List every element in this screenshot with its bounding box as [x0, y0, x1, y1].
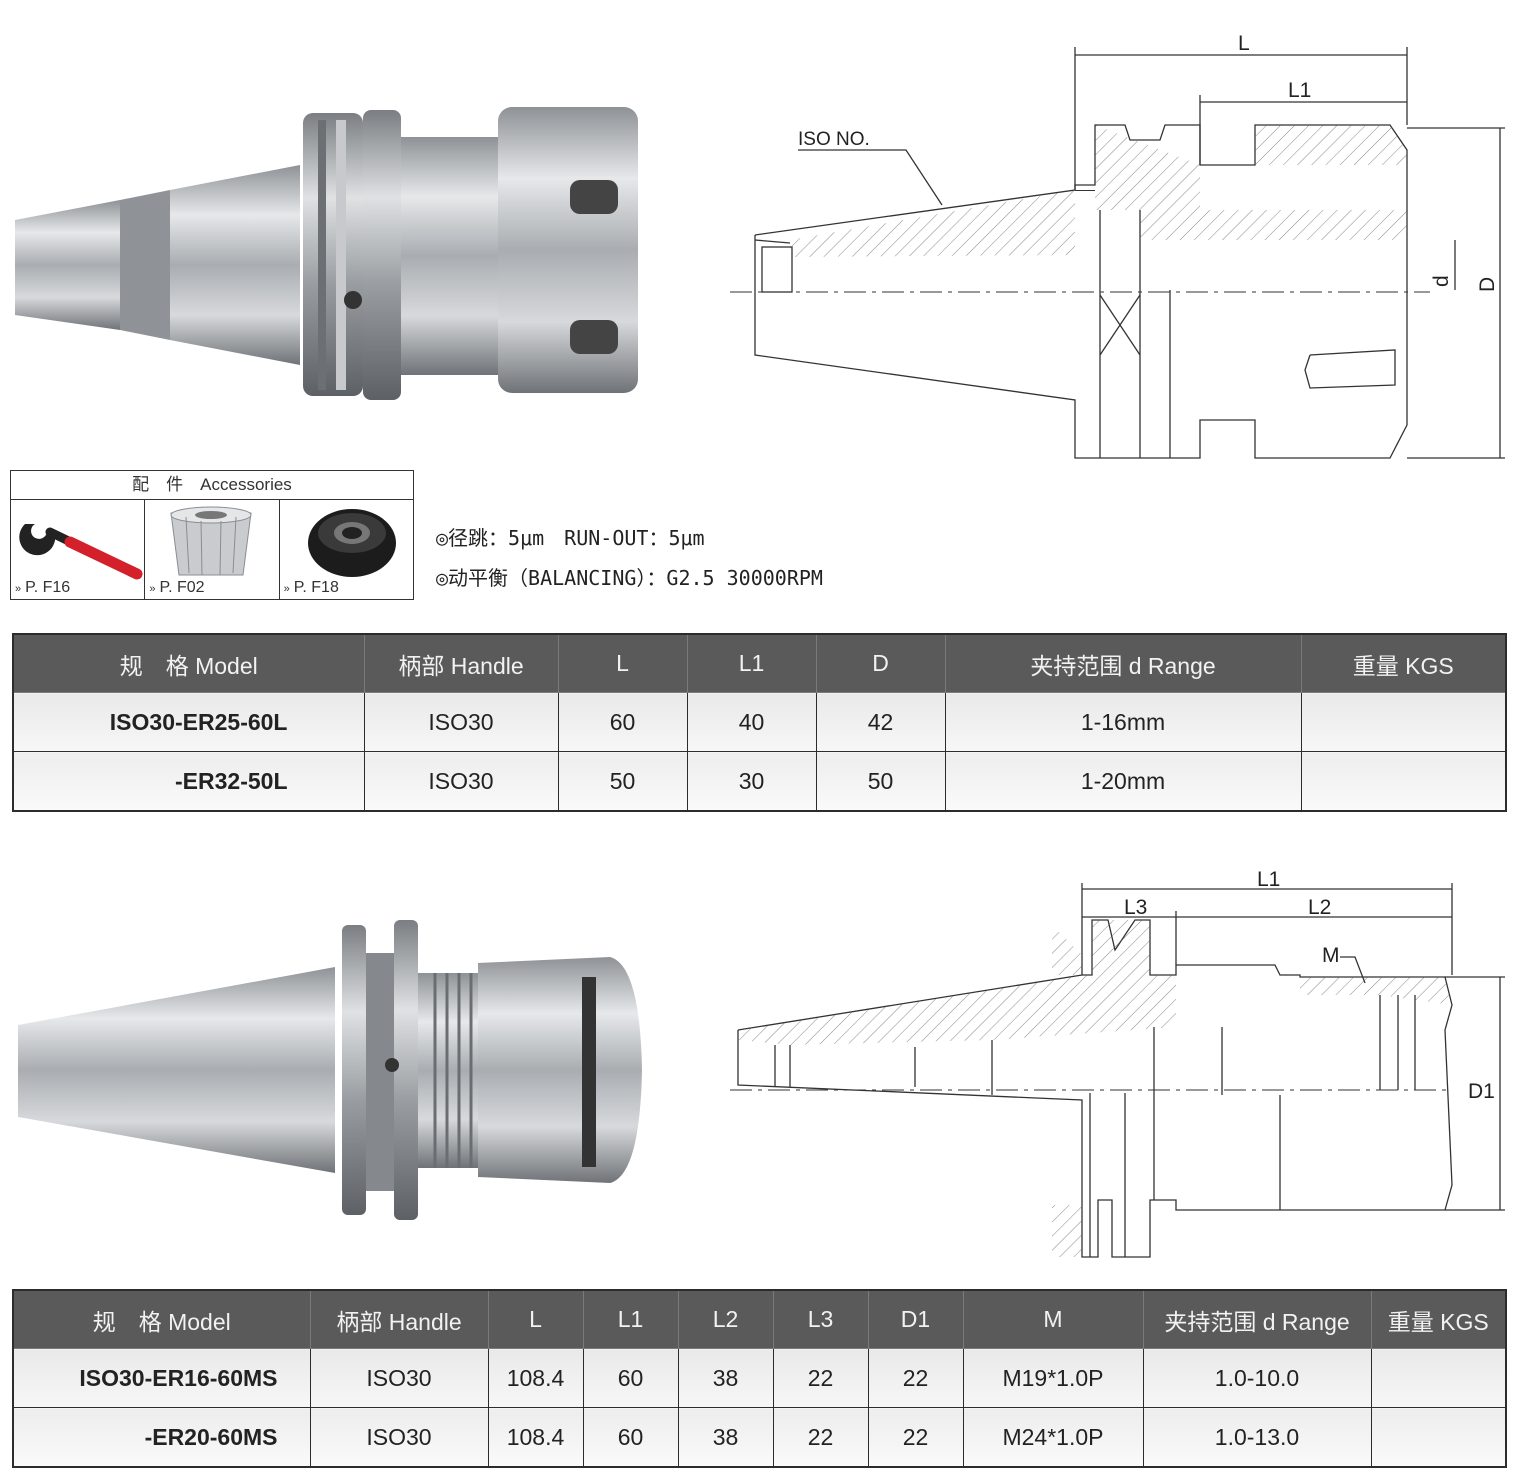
wrench-icon — [19, 524, 143, 580]
accessories-box: 配 件 Accessories »P. F16 »P. F02 — [10, 470, 414, 600]
cell-L3: 22 — [772, 1348, 869, 1408]
technical-drawing-1: L L1 ISO NO. d D — [730, 32, 1505, 459]
dim-d-label: d — [1430, 275, 1453, 287]
th-weight: 重量 KGS — [1300, 633, 1507, 693]
cell-handle: ISO30 — [309, 1407, 489, 1468]
cell-L: 108.4 — [487, 1348, 584, 1408]
cell-weight — [1300, 751, 1507, 812]
balancing-spec: ◎动平衡（BALANCING）：G2.5 30000RPM — [436, 566, 823, 590]
table-row: -ER32-50L ISO30 50 30 50 1-20mm — [12, 751, 1507, 812]
cell-handle: ISO30 — [363, 751, 559, 812]
clamp-nut-icon — [307, 509, 396, 577]
th-weight: 重量 KGS — [1370, 1289, 1507, 1349]
cell-M: M24*1.0P — [962, 1407, 1144, 1468]
product-photo-er-holder — [15, 107, 638, 400]
dim-D-label: D — [1476, 277, 1499, 292]
th-range: 夹持范围 d Range — [1142, 1289, 1372, 1349]
accessory-wrench[interactable]: »P. F16 — [11, 500, 146, 600]
cell-D: 50 — [815, 751, 946, 812]
cell-range: 1-16mm — [944, 692, 1302, 752]
cell-M: M19*1.0P — [962, 1348, 1144, 1408]
product-photo-ms-holder — [18, 920, 642, 1220]
th-L: L — [557, 633, 688, 693]
cell-L1: 40 — [686, 692, 817, 752]
cell-range: 1.0-13.0 — [1142, 1407, 1372, 1468]
cell-handle: ISO30 — [363, 692, 559, 752]
table-row: -ER20-60MS ISO30 108.4 60 38 22 22 M24*1… — [12, 1407, 1507, 1468]
collet-icon — [170, 506, 252, 576]
cell-range: 1.0-10.0 — [1142, 1348, 1372, 1408]
cell-D1: 22 — [867, 1348, 964, 1408]
accessories-title: 配 件 Accessories — [11, 471, 413, 500]
cell-L1: 60 — [582, 1348, 679, 1408]
dim-L2-label: L2 — [1308, 896, 1331, 919]
cell-D: 42 — [815, 692, 946, 752]
cell-L3: 22 — [772, 1407, 869, 1468]
th-handle: 柄部 Handle — [363, 633, 559, 693]
cell-range: 1-20mm — [944, 751, 1302, 812]
dim-L3-label: L3 — [1124, 896, 1147, 919]
th-handle: 柄部 Handle — [309, 1289, 489, 1349]
dim-L1-label: L1 — [1288, 79, 1311, 102]
technical-drawing-2: L1 L3 L2 M D1 — [730, 868, 1505, 1258]
accessory-ref: P. F16 — [25, 579, 71, 596]
table-row: ISO30-ER16-60MS ISO30 108.4 60 38 22 22 … — [12, 1348, 1507, 1408]
accessory-clamp-nut[interactable]: »P. F18 — [280, 500, 413, 600]
dim-D1-label: D1 — [1468, 1080, 1495, 1103]
cell-L2: 38 — [677, 1348, 774, 1408]
th-D: D — [815, 633, 946, 693]
cell-model: -ER32-50L — [12, 751, 365, 812]
cell-model: ISO30-ER25-60L — [12, 692, 365, 752]
th-model: 规 格 Model — [12, 633, 365, 693]
th-model: 规 格 Model — [12, 1289, 311, 1349]
cell-L: 50 — [557, 751, 688, 812]
th-L2: L2 — [677, 1289, 774, 1349]
accessory-collet[interactable]: »P. F02 — [145, 500, 280, 600]
cell-L1: 30 — [686, 751, 817, 812]
th-L3: L3 — [772, 1289, 869, 1349]
table-header: 规 格 Model 柄部 Handle L L1 D 夹持范围 d Range … — [12, 633, 1507, 693]
spec-table-2: 规 格 Model 柄部 Handle L L1 L2 L3 D1 M 夹持范围… — [12, 1289, 1507, 1468]
spec-table-1: 规 格 Model 柄部 Handle L L1 D 夹持范围 d Range … — [12, 633, 1507, 812]
th-M: M — [962, 1289, 1144, 1349]
cell-model: -ER20-60MS — [12, 1407, 311, 1468]
cell-weight — [1370, 1348, 1507, 1408]
cell-handle: ISO30 — [309, 1348, 489, 1408]
table-row: ISO30-ER25-60L ISO30 60 40 42 1-16mm — [12, 692, 1507, 752]
cell-weight — [1370, 1407, 1507, 1468]
dim-L-label: L — [1238, 32, 1250, 55]
accessory-ref: P. F18 — [293, 579, 339, 596]
runout-spec: ◎径跳：5μm RUN-OUT：5μm — [436, 526, 705, 550]
th-range: 夹持范围 d Range — [944, 633, 1302, 693]
cell-model: ISO30-ER16-60MS — [12, 1348, 311, 1408]
cell-L1: 60 — [582, 1407, 679, 1468]
dim-M-label: M — [1322, 944, 1340, 967]
th-L1: L1 — [582, 1289, 679, 1349]
table-header: 规 格 Model 柄部 Handle L L1 L2 L3 D1 M 夹持范围… — [12, 1289, 1507, 1349]
accessory-ref: P. F02 — [159, 579, 205, 596]
cell-weight — [1300, 692, 1507, 752]
cell-L2: 38 — [677, 1407, 774, 1468]
cell-D1: 22 — [867, 1407, 964, 1468]
th-L1: L1 — [686, 633, 817, 693]
cell-L: 60 — [557, 692, 688, 752]
cell-L: 108.4 — [487, 1407, 584, 1468]
dim-L1-label: L1 — [1257, 868, 1280, 891]
th-L: L — [487, 1289, 584, 1349]
th-D1: D1 — [867, 1289, 964, 1349]
iso-no-label: ISO NO. — [798, 129, 870, 150]
